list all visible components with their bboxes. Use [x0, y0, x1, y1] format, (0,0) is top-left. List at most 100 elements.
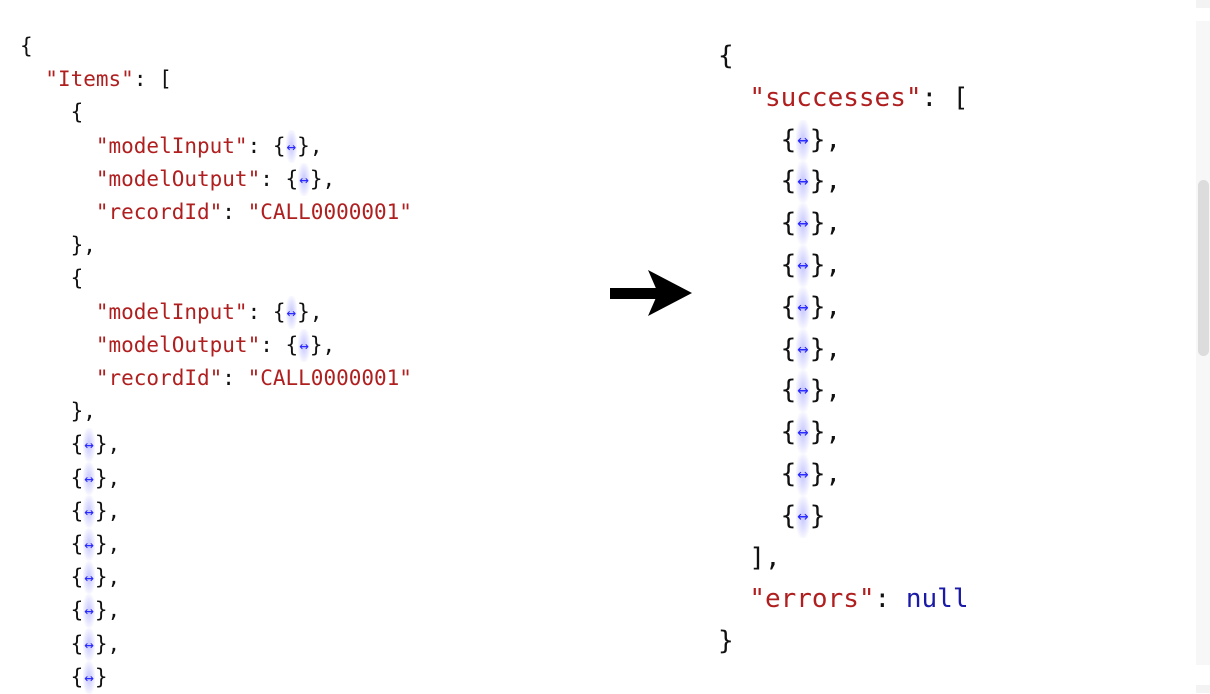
expand-toggle-icon[interactable]: ↔ — [796, 119, 810, 162]
record-id-key: "recordId" — [95, 366, 223, 391]
colon: : — [247, 299, 273, 324]
brace: { — [272, 299, 286, 324]
expand-toggle-icon[interactable]: ↔ — [285, 129, 298, 163]
expand-toggle-icon[interactable]: ↔ — [796, 328, 810, 371]
brace: { — [70, 432, 84, 457]
open-brace: { — [20, 34, 33, 58]
json-line: { — [718, 36, 968, 78]
collapsed-item: {↔}, — [718, 328, 968, 371]
expand-toggle-icon[interactable]: ↔ — [83, 461, 95, 495]
brace: { — [285, 166, 299, 191]
brace: } — [309, 332, 323, 357]
errors-key: "errors" — [749, 584, 875, 615]
expand-toggle-icon[interactable]: ↔ — [796, 244, 810, 287]
comma: , — [825, 458, 842, 489]
brace: { — [70, 565, 84, 590]
comma: , — [107, 432, 121, 457]
expand-toggle-icon[interactable]: ↔ — [796, 370, 810, 413]
collapsed-item: {↔} — [718, 495, 968, 538]
json-line: { — [20, 96, 412, 129]
open-brace: { — [718, 41, 734, 71]
brace: { — [780, 333, 797, 364]
expand-toggle-icon[interactable]: ↔ — [796, 161, 810, 204]
brace: } — [94, 465, 108, 490]
expand-toggle-icon[interactable]: ↔ — [796, 495, 810, 538]
json-line: } — [718, 621, 968, 663]
expand-toggle-icon[interactable]: ↔ — [83, 594, 95, 628]
brace: } — [94, 432, 108, 457]
comma: , — [825, 124, 842, 155]
items-open-bracket: : [ — [133, 67, 172, 92]
item-close-brace: }, — [70, 399, 96, 424]
json-line: { — [20, 30, 412, 63]
json-line: "modelInput": {↔}, — [20, 129, 412, 163]
json-line: "modelInput": {↔}, — [20, 295, 412, 329]
expand-toggle-icon[interactable]: ↔ — [83, 660, 95, 694]
brace: { — [272, 133, 286, 158]
collapsed-item: {↔}, — [718, 286, 968, 329]
expand-toggle-icon[interactable]: ↔ — [796, 203, 810, 245]
comma: , — [825, 291, 842, 322]
collapsed-item: {↔}, — [20, 561, 412, 595]
comma: , — [825, 333, 842, 364]
comma: , — [107, 565, 121, 590]
brace: } — [94, 498, 108, 523]
expand-toggle-icon[interactable]: ↔ — [83, 528, 95, 562]
brace: { — [70, 664, 84, 689]
json-line: "Items": [ — [20, 63, 412, 96]
json-line: "recordId": "CALL0000001" — [20, 362, 412, 395]
expand-toggle-icon[interactable]: ↔ — [796, 453, 810, 496]
brace: } — [94, 532, 108, 557]
record-id-key: "recordId" — [95, 200, 223, 225]
expand-toggle-icon[interactable]: ↔ — [83, 627, 95, 661]
scrollbar-thumb[interactable] — [1198, 180, 1209, 356]
expand-toggle-icon[interactable]: ↔ — [83, 428, 95, 462]
close-brace: } — [718, 626, 734, 657]
expand-toggle-icon[interactable]: ↔ — [796, 412, 810, 454]
brace: { — [780, 208, 797, 239]
collapsed-item: {↔}, — [718, 244, 968, 287]
model-output-key: "modelOutput" — [95, 166, 261, 191]
record-id-value: "CALL0000001" — [247, 366, 412, 391]
comma: , — [322, 166, 336, 191]
collapsed-item: {↔}, — [20, 494, 412, 529]
expand-toggle-icon[interactable]: ↔ — [83, 561, 95, 595]
item-open-brace: { — [70, 100, 84, 125]
successes-open-bracket: : [ — [921, 82, 969, 113]
json-line: "errors": null — [718, 579, 968, 621]
arrow-right-icon — [610, 270, 692, 316]
json-line: "modelOutput": {↔}, — [20, 162, 412, 197]
comma: , — [107, 498, 121, 523]
brace: } — [809, 208, 826, 239]
comma: , — [322, 332, 336, 357]
brace: } — [809, 417, 826, 448]
comma: , — [107, 631, 121, 656]
comma: , — [825, 249, 842, 280]
expand-toggle-icon[interactable]: ↔ — [796, 286, 810, 329]
collapsed-item: {↔}, — [20, 461, 412, 495]
comma: , — [107, 465, 121, 490]
item-open-brace: { — [70, 266, 84, 291]
json-line: }, — [20, 229, 412, 262]
expand-toggle-icon[interactable]: ↔ — [298, 162, 310, 197]
comma: , — [825, 375, 842, 406]
brace: } — [809, 333, 826, 364]
brace: } — [94, 598, 108, 623]
errors-value: null — [905, 584, 969, 615]
collapsed-item: {↔}, — [718, 412, 968, 454]
colon: : — [260, 332, 286, 357]
collapsed-item: {↔}, — [20, 594, 412, 628]
collapsed-item: {↔}, — [20, 627, 412, 661]
record-id-value: "CALL0000001" — [247, 200, 412, 225]
collapsed-item: {↔}, — [20, 428, 412, 462]
expand-toggle-icon[interactable]: ↔ — [298, 328, 310, 363]
comma: , — [107, 598, 121, 623]
brace: { — [780, 375, 797, 406]
expand-toggle-icon[interactable]: ↔ — [285, 295, 298, 329]
items-key: "Items" — [45, 67, 134, 92]
colon: : — [222, 366, 248, 391]
colon: : — [260, 166, 286, 191]
brace: { — [70, 465, 84, 490]
model-output-key: "modelOutput" — [95, 332, 261, 357]
expand-toggle-icon[interactable]: ↔ — [83, 494, 95, 529]
